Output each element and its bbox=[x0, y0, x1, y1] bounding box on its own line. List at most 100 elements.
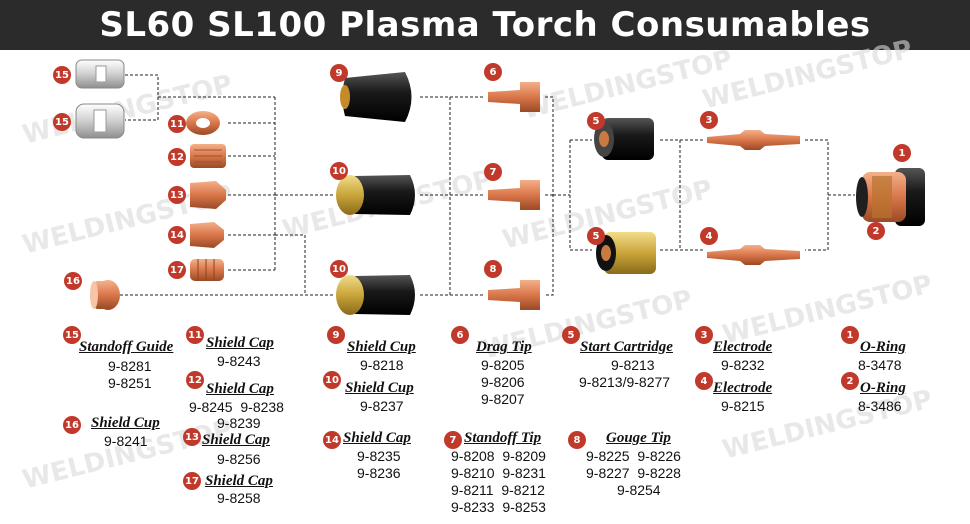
legend-badge: 10 bbox=[323, 371, 341, 389]
shield-cap-icon bbox=[190, 222, 224, 248]
shield-cap-icon bbox=[190, 144, 226, 168]
badge-16: 16 bbox=[64, 272, 82, 290]
badge-2: 2 bbox=[867, 222, 885, 240]
standoff-tip-icon bbox=[488, 180, 540, 210]
part-number: 9-8206 bbox=[481, 374, 525, 390]
part-number: 9-8218 bbox=[360, 357, 404, 373]
page-title: SL60 SL100 Plasma Torch Consumables bbox=[99, 5, 871, 45]
legend-title-start-cartridge: Start Cartridge bbox=[580, 339, 673, 355]
legend-badge: 2 bbox=[841, 372, 859, 390]
part-number: 9-8211 9-8212 bbox=[451, 482, 545, 498]
connector-lines bbox=[120, 74, 855, 296]
legend-title-shield-cap: Shield Cap bbox=[206, 335, 274, 351]
legend-title-gouge-tip: Gouge Tip bbox=[606, 430, 671, 446]
legend-title-drag-tip: Drag Tip bbox=[476, 339, 532, 355]
shield-cap-icon bbox=[186, 111, 220, 135]
badge-3: 3 bbox=[700, 111, 718, 129]
legend-title-shield-cup: Shield Cup bbox=[345, 380, 414, 396]
shield-cap-icon bbox=[190, 181, 226, 209]
badge-1: 1 bbox=[893, 144, 911, 162]
legend-title-electrode: Electrode bbox=[713, 339, 773, 355]
legend-badge: 3 bbox=[695, 326, 713, 344]
legend-title-o-ring: O-Ring bbox=[860, 339, 906, 355]
legend-badge: 6 bbox=[451, 326, 469, 344]
part-number: 9-8227 9-8228 bbox=[586, 465, 681, 481]
part-number: 9-8232 bbox=[721, 357, 765, 373]
electrode-icon bbox=[707, 245, 800, 265]
part-number: 9-8207 bbox=[481, 391, 525, 407]
legend-badge: 1 bbox=[841, 326, 859, 344]
badge-9: 9 bbox=[330, 64, 348, 82]
standoff-guide-icon bbox=[75, 103, 125, 139]
badge-13: 13 bbox=[168, 186, 186, 204]
legend-badge: 16 bbox=[63, 416, 81, 434]
legend-title-shield-cap: Shield Cap bbox=[206, 381, 274, 397]
part-number: 9-8251 bbox=[108, 375, 152, 391]
part-number: 9-8236 bbox=[357, 465, 401, 481]
title-bar: SL60 SL100 Plasma Torch Consumables bbox=[0, 0, 970, 50]
badge-10: 10 bbox=[330, 162, 348, 180]
legend-badge: 4 bbox=[695, 372, 713, 390]
legend-badge: 17 bbox=[183, 472, 201, 490]
part-number: 9-8258 bbox=[217, 490, 261, 506]
legend-badge: 15 bbox=[63, 326, 81, 344]
legend-badge: 9 bbox=[327, 326, 345, 344]
start-cartridge-icon bbox=[596, 232, 656, 274]
legend-badge: 14 bbox=[323, 431, 341, 449]
part-number: 8-3486 bbox=[858, 398, 902, 414]
shield-cup-icon bbox=[340, 72, 412, 122]
shield-cup-icon bbox=[336, 275, 415, 315]
part-number: 9-8213/9-8277 bbox=[579, 374, 671, 390]
part-number: 9-8213 bbox=[611, 357, 655, 373]
shield-cup-icon bbox=[90, 280, 120, 310]
badge-6: 6 bbox=[484, 63, 502, 81]
legend-title-standoff-guide: Standoff Guide bbox=[79, 339, 174, 355]
legend-badge: 13 bbox=[183, 428, 201, 446]
legend-title-standoff-tip: Standoff Tip bbox=[464, 430, 542, 446]
shield-cap-icon bbox=[190, 259, 224, 281]
part-number: 9-8245 9-8238 bbox=[189, 399, 284, 415]
badge-15: 15 bbox=[53, 113, 71, 131]
badge-17: 17 bbox=[168, 261, 186, 279]
badge-4: 4 bbox=[700, 227, 718, 245]
badge-5: 5 bbox=[587, 112, 605, 130]
part-number: 9-8241 bbox=[104, 433, 148, 449]
part-number: 9-8208 9-8209 bbox=[451, 448, 546, 464]
legend-badge: 8 bbox=[568, 431, 586, 449]
legend-title-shield-cap: Shield Cap bbox=[202, 432, 270, 448]
part-number: 9-8210 9-8231 bbox=[451, 465, 546, 481]
part-number: 9-8205 bbox=[481, 357, 525, 373]
legend-title-shield-cap: Shield Cap bbox=[205, 473, 273, 489]
torch-head-icon bbox=[856, 168, 925, 226]
badge-12: 12 bbox=[168, 148, 186, 166]
badge-10: 10 bbox=[330, 260, 348, 278]
part-number: 9-8225 9-8226 bbox=[586, 448, 681, 464]
legend-badge: 5 bbox=[562, 326, 580, 344]
part-number: 9-8239 bbox=[217, 415, 261, 431]
part-number: 9-8243 bbox=[217, 353, 261, 369]
legend-title-shield-cap: Shield Cap bbox=[343, 430, 411, 446]
part-number: 9-8256 bbox=[217, 451, 261, 467]
part-number: 9-8233 9-8253 bbox=[451, 499, 546, 515]
badge-11: 11 bbox=[168, 115, 186, 133]
badge-7: 7 bbox=[484, 163, 502, 181]
badge-14: 14 bbox=[168, 226, 186, 244]
part-number: 9-8235 bbox=[357, 448, 401, 464]
legend-badge: 11 bbox=[186, 326, 204, 344]
part-number: 9-8237 bbox=[360, 398, 404, 414]
legend-title-o-ring: O-Ring bbox=[860, 380, 906, 396]
electrode-icon bbox=[707, 130, 800, 150]
legend-badge: 12 bbox=[186, 371, 204, 389]
shield-cup-icon bbox=[336, 175, 415, 215]
drag-tip-icon bbox=[488, 82, 540, 112]
legend-badge: 7 bbox=[444, 431, 462, 449]
part-number: 9-8281 bbox=[108, 358, 152, 374]
badge-5: 5 bbox=[587, 227, 605, 245]
part-number: 8-3478 bbox=[858, 357, 902, 373]
part-number: 9-8254 bbox=[617, 482, 661, 498]
standoff-guide-icon bbox=[75, 59, 125, 89]
part-number: 9-8215 bbox=[721, 398, 765, 414]
legend-title-shield-cup: Shield Cup bbox=[91, 415, 160, 431]
legend-title-electrode: Electrode bbox=[713, 380, 773, 396]
